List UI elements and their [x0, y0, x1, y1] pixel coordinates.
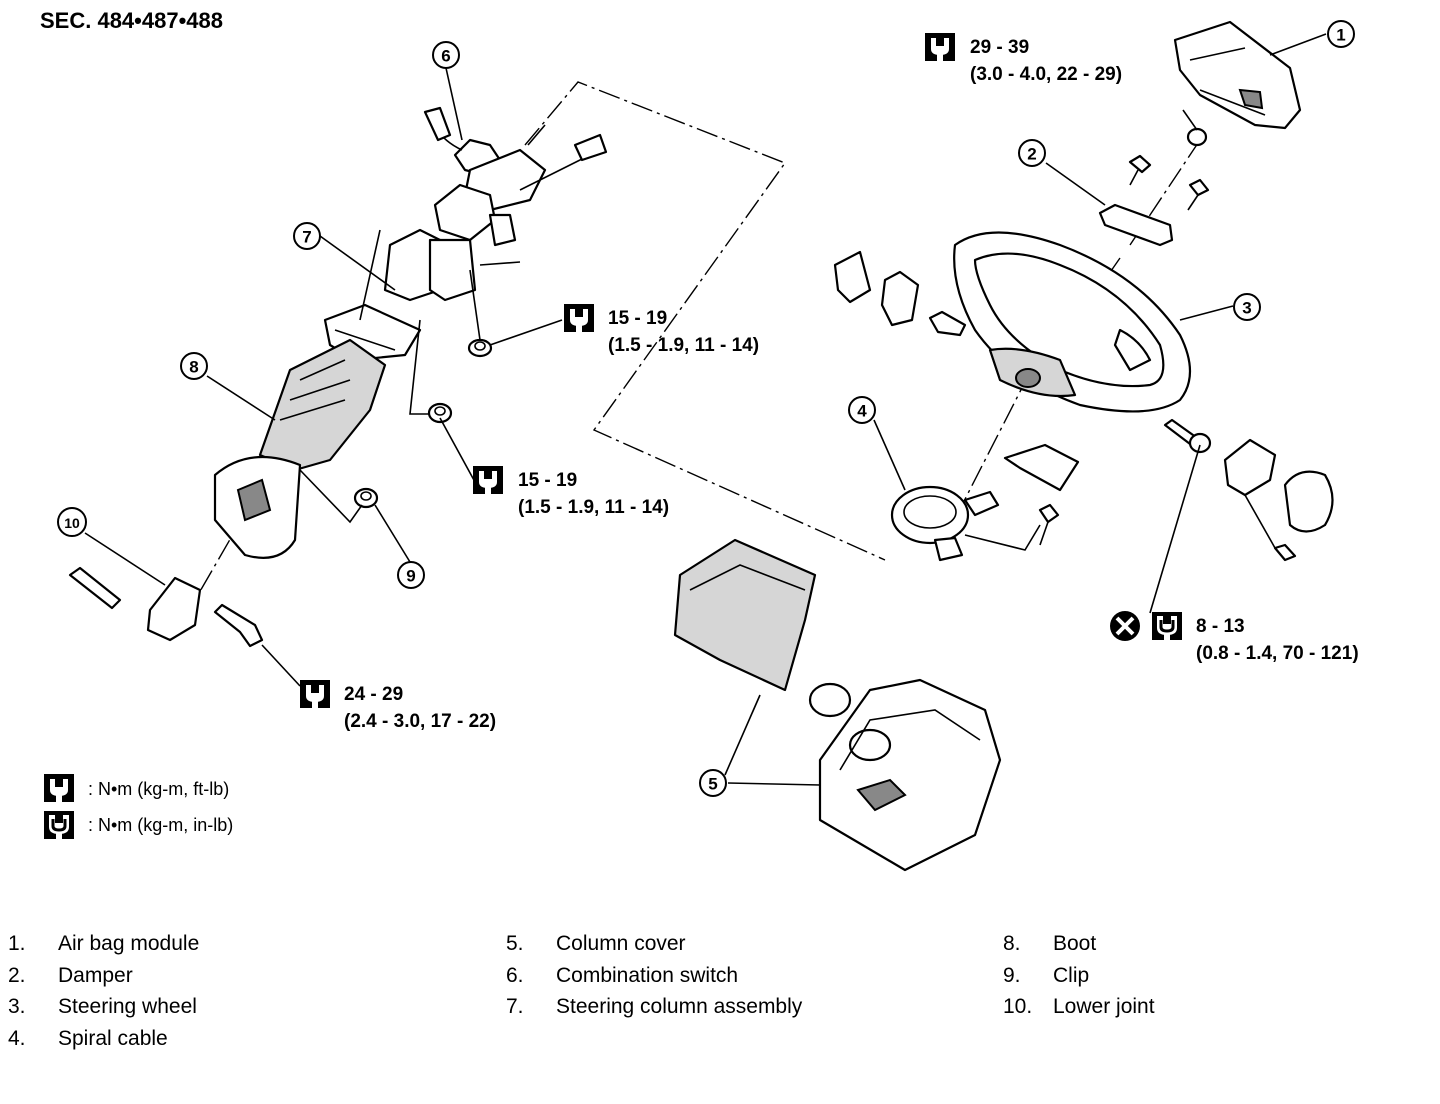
- steering-column-assembly: [323, 228, 477, 362]
- callout-8: 8: [180, 352, 208, 380]
- svg-text:4: 4: [857, 402, 867, 421]
- callout-9: 9: [397, 561, 425, 589]
- list-item: 3.Steering wheel: [8, 995, 197, 1019]
- svg-text:8: 8: [189, 358, 198, 377]
- svg-text:7: 7: [302, 228, 311, 247]
- svg-text:(2.4 - 3.0, 17 - 22): (2.4 - 3.0, 17 - 22): [344, 711, 496, 732]
- callout-7: 7: [293, 222, 321, 250]
- part-name: Spiral cable: [58, 1026, 168, 1050]
- list-item: 9.Clip: [1003, 963, 1090, 987]
- parts-list-column-1: 1.Air bag module 2.Damper 3.Steering whe…: [8, 928, 199, 1055]
- list-item: 5.Column cover: [506, 931, 686, 955]
- torque-wrench-filled-icon: [1150, 610, 1184, 642]
- list-item: 6.Combination switch: [506, 963, 739, 987]
- svg-text:6: 6: [441, 47, 450, 66]
- svg-text:(0.8 - 1.4, 70 - 121): (0.8 - 1.4, 70 - 121): [1196, 643, 1359, 664]
- legend-ftlb: : N•m (kg-m, ft-lb): [44, 774, 229, 802]
- callout-10: 10: [57, 507, 87, 537]
- torque-spec-column-mid: 15 - 19 (1.5 - 1.9, 11 - 14): [473, 466, 669, 518]
- svg-text:9: 9: [406, 567, 415, 586]
- do-not-reuse-icon: [1110, 611, 1140, 641]
- svg-text:10: 10: [64, 515, 80, 531]
- column-nut-upper: [467, 338, 493, 358]
- svg-text:3: 3: [1242, 299, 1251, 318]
- torque-wrench-icon: [300, 680, 330, 708]
- callout-1: 1: [1327, 20, 1355, 48]
- parts-list-column-2: 5.Column cover 6.Combination switch 7.St…: [506, 928, 802, 1023]
- svg-text:29 - 39: 29 - 39: [970, 37, 1029, 58]
- torque-wrench-icon: [925, 33, 955, 61]
- svg-text:15 - 19: 15 - 19: [518, 470, 577, 491]
- part-name: Clip: [1053, 963, 1090, 987]
- section-title: SEC. 484•487•488: [40, 8, 223, 33]
- lower-joint: [68, 566, 264, 648]
- svg-text:2: 2: [1027, 145, 1036, 164]
- callout-2: 2: [1018, 139, 1046, 167]
- column-nut-mid: [427, 402, 453, 424]
- part-name: Steering wheel: [58, 995, 197, 1019]
- boot: [213, 338, 387, 559]
- parts-list-column-3: 8.Boot 9.Clip 10.Lower joint: [1003, 928, 1155, 1023]
- svg-text:1: 1: [1336, 26, 1345, 45]
- svg-text:8 - 13: 8 - 13: [1196, 616, 1245, 637]
- steering-wheel: [833, 231, 1191, 492]
- torque-wrench-icon: [564, 304, 594, 332]
- svg-text:(1.5 - 1.9, 11 - 14): (1.5 - 1.9, 11 - 14): [608, 335, 759, 356]
- part-name: Steering column assembly: [556, 995, 803, 1019]
- torque-spec-wheel-top: 29 - 39 (3.0 - 4.0, 22 - 29): [925, 33, 1122, 85]
- spiral-cable: [890, 485, 1060, 562]
- torque-spec-column-upper: 15 - 19 (1.5 - 1.9, 11 - 14): [564, 304, 759, 356]
- wheel-axis-line: [939, 381, 1026, 549]
- combination-switch: [423, 106, 608, 266]
- callout-5: 5: [699, 769, 727, 797]
- assembly-reference-line: [524, 81, 886, 561]
- part-name: Air bag module: [58, 931, 200, 955]
- svg-text:24 - 29: 24 - 29: [344, 684, 403, 705]
- torque-wrench-icon: [473, 466, 503, 494]
- list-item: 4.Spiral cable: [8, 1026, 168, 1050]
- wheel-side-switch: [1223, 438, 1334, 562]
- parts-list: 1.Air bag module 2.Damper 3.Steering whe…: [0, 928, 1440, 1068]
- list-item: 7.Steering column assembly: [506, 995, 803, 1019]
- air-bag-module: [1173, 20, 1302, 130]
- torque-wrench-icon: [44, 774, 74, 802]
- column-cover: [673, 538, 1002, 872]
- part-name: Combination switch: [556, 963, 739, 987]
- part-name: Lower joint: [1053, 995, 1155, 1019]
- damper: [1098, 127, 1210, 247]
- clip: [353, 487, 379, 509]
- part-name: Boot: [1053, 931, 1097, 955]
- svg-text:15 - 19: 15 - 19: [608, 308, 667, 329]
- list-item: 8.Boot: [1003, 931, 1097, 955]
- list-item: 2.Damper: [8, 963, 133, 987]
- callout-3: 3: [1233, 293, 1261, 321]
- part-name: Column cover: [556, 931, 686, 955]
- legend-inlb: : N•m (kg-m, in-lb): [42, 809, 233, 841]
- list-item: 10.Lower joint: [1003, 995, 1155, 1019]
- svg-text:5: 5: [708, 775, 717, 794]
- torque-wrench-filled-icon: [42, 809, 76, 841]
- leader-lines: [84, 33, 1327, 786]
- part-name: Damper: [58, 963, 133, 987]
- steering-wheel-bolt: [1163, 418, 1212, 454]
- callout-6: 6: [432, 41, 460, 69]
- list-item: 1.Air bag module: [8, 931, 200, 955]
- svg-text:: N•m (kg-m, ft-lb): : N•m (kg-m, ft-lb): [88, 779, 229, 799]
- svg-text:(1.5 - 1.9, 11 - 14): (1.5 - 1.9, 11 - 14): [518, 497, 669, 518]
- torque-spec-steering-wheel-bolt: 8 - 13 (0.8 - 1.4, 70 - 121): [1110, 610, 1359, 664]
- svg-text:: N•m (kg-m, in-lb): : N•m (kg-m, in-lb): [88, 815, 233, 835]
- svg-text:(3.0 - 4.0, 22 - 29): (3.0 - 4.0, 22 - 29): [970, 64, 1122, 85]
- callout-4: 4: [848, 396, 876, 424]
- exploded-steering-diagram: SEC. 484•487•488: [40, 8, 1359, 872]
- torque-spec-lower-joint: 24 - 29 (2.4 - 3.0, 17 - 22): [300, 680, 496, 732]
